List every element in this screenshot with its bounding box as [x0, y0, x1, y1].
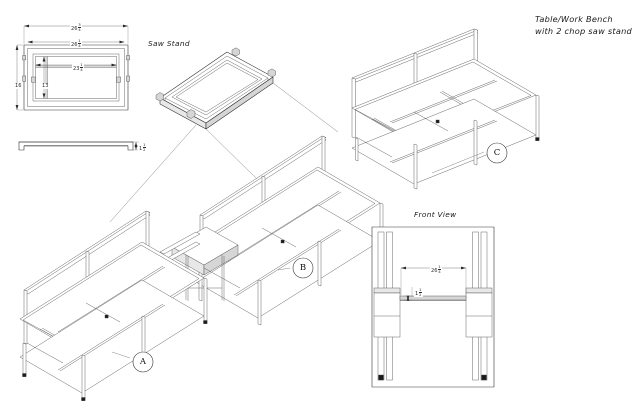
callout-c: C [493, 148, 501, 158]
title-line-2: with 2 chop saw stand [535, 25, 632, 36]
saw-stand-label: Saw Stand [148, 39, 190, 48]
bench-assembly-a-geometry [19, 210, 208, 401]
front-view-label: Front View [414, 210, 457, 219]
saw-stand-isometric-geometry [109, 47, 339, 223]
callout-b: B [299, 263, 307, 273]
bench-assembly-b-geometry [159, 135, 384, 326]
dimension-overall-depth: 16 [14, 83, 23, 90]
saw-stand-side-elevation-geometry [18, 141, 139, 151]
dimension-inner-depth: 13 [41, 83, 50, 90]
title-line-1: Table/Work Bench [535, 14, 613, 24]
saw-stand-top-view-geometry [15, 24, 130, 111]
front-view-detail-geometry [371, 226, 495, 388]
title-block: Table/Work Bench with 2 chop saw stand [535, 14, 632, 38]
bench-assembly-c-geometry [351, 28, 540, 190]
callout-a: A [139, 357, 147, 367]
